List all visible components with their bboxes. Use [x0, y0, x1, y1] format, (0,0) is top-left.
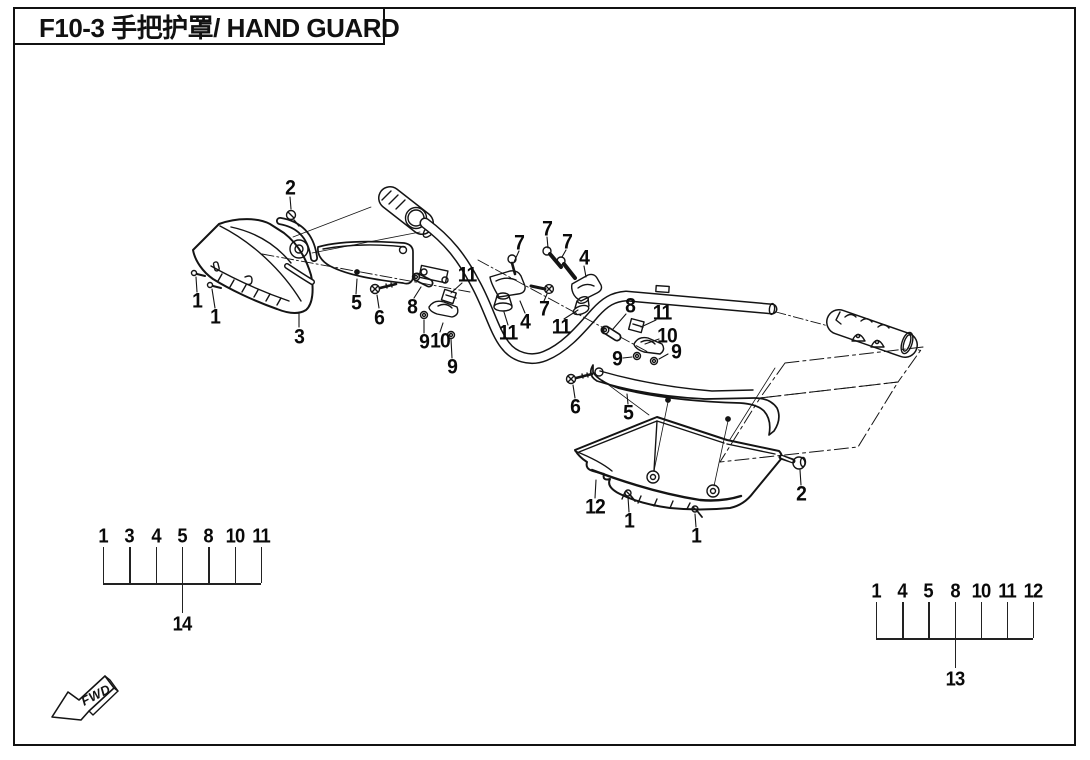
part-callout-5: 5 [351, 291, 362, 315]
part-callout-9: 9 [612, 347, 623, 371]
legend-number: 8 [203, 525, 214, 548]
legend-number: 10 [225, 525, 245, 548]
right-guard-arm [589, 364, 780, 487]
part-callout-10: 10 [657, 324, 678, 348]
part-callout-7: 7 [562, 230, 573, 254]
clamp-hardware-left [418, 264, 459, 340]
leader-lines [195, 196, 802, 528]
part-callout-6: 6 [570, 395, 581, 419]
legend-target-label: 14 [172, 613, 193, 636]
left-grip [292, 186, 436, 254]
part-callout-2: 2 [796, 482, 807, 506]
title-block: F10-3 手把护罩/ HAND GUARD [13, 7, 400, 45]
part-callout-1: 1 [624, 509, 635, 533]
legend-tick [902, 602, 904, 638]
legend-tick [155, 547, 158, 583]
part-callout-10: 10 [430, 329, 451, 353]
page-border [13, 7, 1076, 746]
part-callout-8: 8 [407, 295, 418, 319]
part-callout-7: 7 [539, 297, 550, 321]
left-guard-mount-boss [276, 217, 318, 285]
part-callout-8: 8 [625, 294, 636, 318]
handlebar-tube [261, 217, 923, 364]
reference-planes [719, 346, 924, 463]
legend-number: 5 [177, 525, 187, 548]
part-callout-11: 11 [652, 301, 673, 325]
legend-number: 4 [897, 580, 907, 603]
legend-number: 4 [150, 525, 161, 548]
fwd-arrow [51, 675, 119, 721]
clamp-hardware-center [489, 246, 603, 316]
part-callout-12: 12 [585, 495, 606, 519]
legend-number: 8 [949, 580, 960, 603]
part-callout-1: 1 [210, 305, 221, 329]
legend-stem [182, 583, 184, 613]
part-callout-4: 4 [520, 310, 531, 334]
legend-tick [954, 602, 956, 638]
legend-tick [208, 547, 210, 583]
part-callout-3: 3 [294, 325, 305, 349]
legend-number: 11 [998, 580, 1017, 603]
legend-tick [1006, 602, 1009, 638]
legend-tick [876, 602, 878, 638]
left-hand-guard [192, 218, 314, 314]
page-title: F10-3 手把护罩/ HAND GUARD [39, 12, 400, 43]
part-callout-9: 9 [447, 355, 458, 379]
legend-number: 1 [98, 525, 108, 548]
legend-number: 1 [871, 580, 881, 603]
legend-tick [103, 547, 105, 583]
part-callout-9: 9 [419, 330, 430, 354]
right-hand-guard [574, 416, 783, 511]
legend-number: 10 [971, 580, 991, 603]
legend-number: 11 [252, 525, 271, 548]
legend-tick [928, 602, 930, 638]
part-callout-6: 6 [374, 306, 385, 330]
part-callout-11: 11 [551, 315, 572, 339]
legend-number: 12 [1023, 580, 1044, 603]
right-grip [826, 309, 918, 358]
legend-tick [129, 547, 131, 583]
legend-stem [954, 638, 956, 668]
legend-tick [1033, 602, 1035, 638]
part-callout-7: 7 [542, 217, 553, 241]
part-callout-11: 11 [457, 263, 478, 287]
legend-target-label: 13 [945, 668, 965, 691]
fastener-glyphs [190, 209, 807, 518]
part-callout-7: 7 [514, 231, 525, 255]
legend-tick [261, 547, 263, 583]
part-callout-9: 9 [671, 340, 682, 364]
part-callout-5: 5 [623, 401, 634, 425]
left-guard-arm [317, 240, 434, 288]
legend-number: 5 [923, 580, 934, 603]
part-callout-4: 4 [579, 246, 590, 270]
legend-tick [182, 547, 184, 583]
part-callout-1: 1 [192, 289, 203, 313]
clamp-hardware-right [600, 317, 665, 366]
legend-tick [234, 547, 237, 583]
part-callout-2: 2 [285, 176, 296, 200]
part-callout-1: 1 [691, 524, 702, 548]
legend-tick [980, 602, 983, 638]
legend-number: 3 [124, 525, 135, 548]
part-callout-11: 11 [498, 321, 519, 345]
